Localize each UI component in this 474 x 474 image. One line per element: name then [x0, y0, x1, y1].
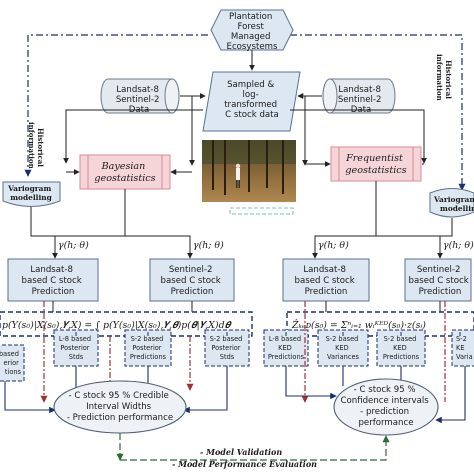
sampled-cstock-node: Sampled & log- transformed C stock data — [202, 71, 301, 132]
svg-text:Frequentist geostatistic: Frequentist geostatistics — [345, 153, 407, 176]
sentinel-prediction-frequentist-node: Sentinel-2 based C stock Prediction — [404, 258, 472, 302]
forest-photo — [202, 140, 296, 215]
output-s2-ked-variances-partial: S-2 KE Varia — [451, 329, 474, 367]
svg-text:S-2 based Posterior: S-2 based Posterior Stds — [210, 335, 245, 361]
landsat-prediction-bayesian-node: Landsat-8 based C stock Prediction — [7, 258, 99, 302]
formula-to-output-connectors — [75, 330, 461, 336]
svg-text:Sampled & log- tra: Sampled & log- transformed C stock data — [224, 80, 280, 120]
arrow-sampled-to-frequentist-branch — [290, 109, 427, 164]
svg-text:S-2 KE Varia: S-2 KE Varia — [456, 335, 473, 361]
posterior-outputs-bayesian: based erior tions L-8 based Posterior St… — [0, 329, 250, 382]
historical-connector-left — [24, 34, 208, 177]
output-s2-posterior-stds: S-2 based Posterior Stds — [204, 329, 250, 367]
gamma-label-2: γ(h; θ) — [193, 240, 224, 251]
landsat-prediction-frequentist-node: Landsat-8 based C stock Prediction — [282, 258, 370, 302]
svg-text:Variogram modelling: Variogram modelling — [7, 184, 54, 202]
output-l8-posterior-stds: L-8 based Posterior Stds — [53, 329, 99, 367]
variogram-modelling-right-node: Variogram modelling — [429, 188, 474, 218]
model-evaluation-loop — [116, 433, 390, 461]
prediction-to-formula-connectors — [52, 301, 441, 312]
svg-text:p(Y(s₀)|X(s₀),𝒀,X) = ∫ p(Y(s₀: p(Y(s₀)|X(s₀),𝒀,X) = ∫ p(Y(s₀)|X(s₀),𝒀,𝜽… — [2, 320, 232, 331]
svg-text:Sentinel-2 based C stock: Sentinel-2 based C stock Prediction — [161, 265, 224, 297]
svg-text:S-2 based KED: S-2 based KED Variances — [326, 335, 361, 361]
svg-text:L-8 based Posterior: L-8 based Posterior Stds — [59, 335, 93, 361]
confidence-interval-eval-node: - C stock 95 % Confidence intervals - pr… — [333, 378, 439, 436]
footer-labels: - Model Validation - Model Performance E… — [172, 447, 317, 469]
gamma-label-3: γ(h; θ) — [318, 240, 349, 251]
svg-text:Plantation Forest: Plantation Forest Managed Ecosystems — [227, 12, 278, 52]
svg-text:based erior ti: based erior tions — [0, 350, 22, 376]
historical-info-label-right: Historical information — [435, 54, 453, 101]
satellite-data-right-node: Landsat-8 Sentinel-2 Data — [322, 78, 396, 115]
svg-text:Bayesian geostatistics: Bayesian geostatistics — [94, 161, 155, 184]
frequentist-geostatistics-node: Frequentist geostatistics — [330, 146, 422, 182]
svg-text:Ẑₖₑᴅ(s₀) = Σⁿᵢ₌₁ wᵢᴷᴱᴰ(s₀)·z(s: Ẑₖₑᴅ(s₀) = Σⁿᵢ₌₁ wᵢᴷᴱᴰ(s₀)·z(sᵢ) — [291, 319, 426, 331]
variogram-modelling-left-node: Variogram modelling — [2, 181, 61, 207]
svg-text:Landsat-8 based C stock: Landsat-8 based C stock Prediction — [295, 265, 358, 297]
svg-text:- C stock 95 % Confidenc: - C stock 95 % Confidence intervals - pr… — [340, 385, 431, 428]
svg-text:Variogram modelling: Variogram modelling — [433, 195, 474, 213]
plantation-ecosystems-node: Plantation Forest Managed Ecosystems — [210, 9, 294, 52]
output-partial-left: based erior tions — [0, 344, 25, 382]
satellite-data-left-node: Landsat-8 Sentinel-2 Data — [100, 78, 180, 115]
gamma-label-1: γ(h; θ) — [58, 240, 89, 251]
svg-text:Sentinel-2 based C stock: Sentinel-2 based C stock Prediction — [409, 265, 472, 297]
sentinel-prediction-bayesian-node: Sentinel-2 based C stock Prediction — [149, 258, 235, 302]
gamma-branch-connectors — [30, 181, 453, 259]
svg-text:Landsat-8 based C stock: Landsat-8 based C stock Prediction — [22, 265, 85, 297]
credible-interval-eval-node: - C stock 95 % Credible Interval Widths … — [53, 380, 187, 434]
svg-text:S-2 based KED: S-2 based KED Predictions — [383, 335, 420, 361]
svg-text:L-8 based KED: L-8 based KED Predictions — [268, 335, 305, 361]
bayesian-geostatistics-node: Bayesian geostatistics — [79, 154, 171, 190]
historical-connector-right — [290, 34, 466, 191]
gamma-label-4: γ(h; θ) — [443, 240, 474, 251]
arrow-sampled-to-bayesian-branch — [63, 109, 203, 164]
svg-text:S-2 based Posterior: S-2 based Posterior Predictions — [130, 335, 167, 361]
historical-info-label-left: Historical information — [27, 122, 45, 169]
svg-text:- C stock 95 % Credible: - C stock 95 % Credible Interval Widths … — [67, 391, 173, 423]
